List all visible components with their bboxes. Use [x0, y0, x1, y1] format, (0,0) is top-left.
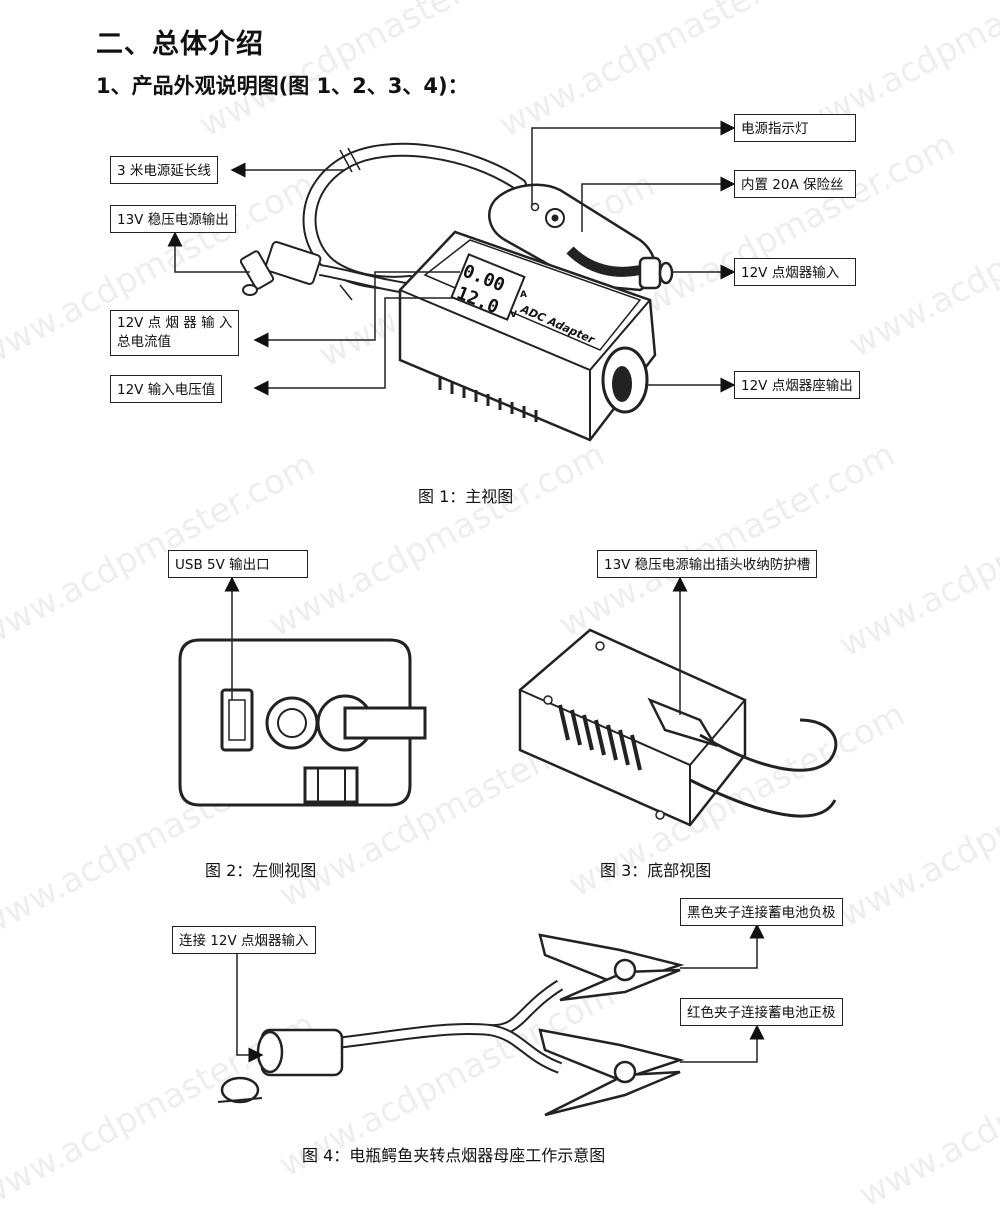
- label-input-voltage: 12V 输入电压值: [110, 375, 223, 403]
- label-regulated-output: 13V 稳压电源输出: [110, 205, 236, 233]
- label-input-current: 12V 点 烟 器 输 入 总电流值: [110, 310, 240, 356]
- figure1-caption: 图 1：主视图: [418, 487, 514, 506]
- label-black-clip: 黑色夹子连接蓄电池负极: [680, 898, 843, 926]
- subsection-title: 1、产品外观说明图(图 1、2、3、4)：: [96, 74, 469, 98]
- label-fuse: 内置 20A 保险丝: [734, 170, 856, 198]
- label-lighter-input: 12V 点烟器输入: [734, 258, 856, 286]
- label-storage-slot: 13V 稳压电源输出插头收纳防护槽: [597, 550, 818, 578]
- label-power-indicator: 电源指示灯: [734, 114, 856, 142]
- figure3-caption: 图 3：底部视图: [600, 861, 712, 880]
- figure2-caption: 图 2：左侧视图: [205, 861, 317, 880]
- section-title: 二、总体介绍: [96, 29, 264, 60]
- label-red-clip: 红色夹子连接蓄电池正极: [680, 998, 843, 1026]
- figure4-caption: 图 4：电瓶鳄鱼夹转点烟器母座工作示意图: [302, 1146, 606, 1165]
- label-socket-output: 12V 点烟器座输出: [734, 371, 860, 399]
- label-usb-port: USB 5V 输出口: [168, 550, 308, 578]
- label-extension-cord: 3 米电源延长线: [110, 156, 218, 184]
- figure1-drawing: [167, 120, 838, 1117]
- unit-v: V: [510, 310, 517, 320]
- unit-a: A: [520, 290, 527, 300]
- label-lighter-input-connect: 连接 12V 点烟器输入: [172, 926, 316, 954]
